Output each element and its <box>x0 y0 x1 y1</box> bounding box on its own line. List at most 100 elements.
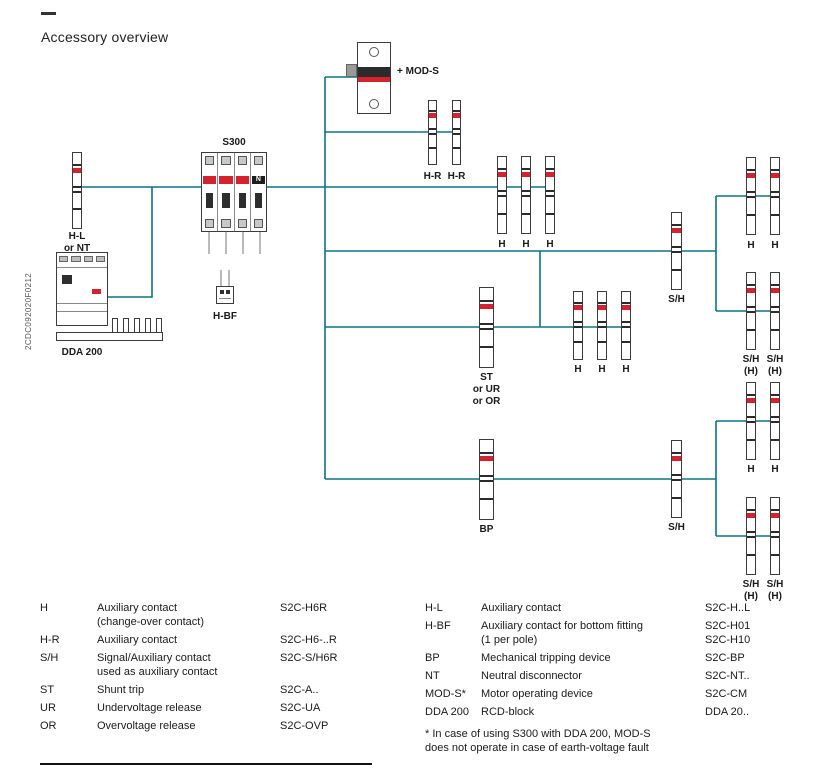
legend-abbr: H <box>40 602 48 614</box>
hbf-line <box>219 298 231 299</box>
legend-abbr: MOD-S* <box>425 688 466 700</box>
legend-type: S2C-S/H6R <box>280 652 338 664</box>
module-shh-rt-2 <box>770 272 780 350</box>
dda-label: DDA 200 <box>61 347 103 358</box>
bp-label: BP <box>479 524 494 535</box>
dda-busbar-pin <box>145 318 151 333</box>
legend-type: S2C-H6R <box>280 602 328 614</box>
hbf-pins <box>220 270 230 286</box>
legend-abbr: OR <box>40 720 57 732</box>
legend-desc: Signal/Auxiliary contact used as auxilia… <box>97 652 218 678</box>
legend-desc: Overvoltage release <box>97 720 196 732</box>
legend-abbr: ST <box>40 684 55 696</box>
module-h-top-1 <box>497 156 507 234</box>
pole-red-band <box>219 176 233 184</box>
legend-type: S2C-NT.. <box>705 670 750 682</box>
legend-row: ST Shunt trip S2C-A.. <box>40 683 412 697</box>
terminal-pins <box>208 232 261 286</box>
pole-terminal-bottom <box>253 219 263 228</box>
legend-abbr: BP <box>425 652 440 664</box>
legend-abbr: H-R <box>40 634 60 646</box>
module-hr-1 <box>428 100 437 165</box>
s300-bottom-pins <box>208 232 261 254</box>
hbf-label: H-BF <box>213 311 237 322</box>
legend-desc: Auxiliary contact <box>481 602 562 614</box>
title-dash <box>41 12 56 15</box>
dda-busbar-pin <box>156 318 162 333</box>
s300-pole-3 <box>235 153 251 231</box>
h-label: H <box>574 364 582 375</box>
dda-terminal <box>83 256 93 262</box>
legend-type: S2C-H..L <box>705 602 751 614</box>
pole-toggle-lever <box>222 193 230 208</box>
legend-type: S2C-H01 S2C-H10 <box>705 620 751 646</box>
s300-pole-2 <box>218 153 235 231</box>
h-label: H <box>498 239 506 250</box>
module-shh-rb-2 <box>770 497 780 575</box>
wire-sh-bottom-branch <box>682 420 780 537</box>
mods-top-knob <box>369 47 379 57</box>
s300-label: S300 <box>222 137 246 148</box>
sh-label: S/H <box>668 522 685 533</box>
legend-row: UR Undervoltage release S2C-UA <box>40 701 412 715</box>
shh-label: S/H (H) <box>742 579 760 602</box>
page-title: Accessory overview <box>41 29 169 45</box>
sh-label: S/H <box>668 294 685 305</box>
legend-desc: RCD-block <box>481 706 535 718</box>
module-h-rt-1 <box>746 157 756 235</box>
module-h-rb-2 <box>770 382 780 460</box>
shh-label: S/H (H) <box>766 354 784 377</box>
module-shh-rb-1 <box>746 497 756 575</box>
legend-type: S2C-OVP <box>280 720 329 732</box>
legend-row: BP Mechanical tripping device S2C-BP <box>425 651 806 665</box>
shh-label: S/H (H) <box>766 579 784 602</box>
legend-row: H-L Auxiliary contact S2C-H..L <box>425 601 806 615</box>
mods-mounting-tab <box>346 64 357 77</box>
module-h-top-3 <box>545 156 555 234</box>
legend-row: DDA 200 RCD-block DDA 20.. <box>425 705 806 719</box>
h-label: H <box>747 240 755 251</box>
module-shh-rt-1 <box>746 272 756 350</box>
legend-row: MOD-S* Motor operating device S2C-CM <box>425 687 806 701</box>
dda-terminal <box>59 256 69 262</box>
dda-busbar-pin <box>123 318 129 333</box>
wire-sh-top-branch <box>682 195 780 312</box>
h-label: H <box>598 364 606 375</box>
pole-red-band <box>235 176 249 184</box>
legend-abbr: S/H <box>40 652 59 664</box>
dda-line <box>57 267 107 268</box>
legend-abbr: DDA 200 <box>425 706 470 718</box>
legend-desc: Auxiliary contact <box>97 634 178 646</box>
legend-type: S2C-UA <box>280 702 321 714</box>
pole-terminal-bottom <box>205 219 215 228</box>
dda-terminals-top <box>59 256 105 262</box>
dda-red-indicator <box>92 289 101 294</box>
legend-footnote: * In case of using S300 with DDA 200, MO… <box>425 728 651 754</box>
bottom-rule <box>40 763 372 765</box>
h-label: H <box>771 240 779 251</box>
module-st <box>479 287 494 368</box>
hbf-terminal <box>226 290 230 294</box>
h-label: H <box>546 239 554 250</box>
legend-row: H-R Auxiliary contact S2C-H6-..R <box>40 633 412 647</box>
legend-desc: Undervoltage release <box>97 702 202 714</box>
legend-desc: Mechanical tripping device <box>481 652 611 664</box>
module-h-mid-1 <box>573 291 583 360</box>
pole-toggle-lever <box>254 193 262 208</box>
pole-terminal-top <box>253 156 263 165</box>
st-label: ST or UR or OR <box>472 372 501 407</box>
legend-abbr: UR <box>40 702 56 714</box>
dda-terminal <box>71 256 81 262</box>
legend-abbr: H-L <box>425 602 443 614</box>
legend-row: NT Neutral disconnector S2C-NT.. <box>425 669 806 683</box>
dda200-rcd-block <box>56 252 108 326</box>
s300-breaker: N <box>201 152 267 232</box>
module-sh-top <box>671 212 682 290</box>
hr-label-2: H-R <box>447 171 466 182</box>
h-label: H <box>747 464 755 475</box>
legend-row: S/H Signal/Auxiliary contact used as aux… <box>40 651 412 679</box>
legend-row: H Auxiliary contact (change-over contact… <box>40 601 412 629</box>
hbf-terminal <box>220 290 224 294</box>
neutral-pole-marker: N <box>251 176 265 184</box>
